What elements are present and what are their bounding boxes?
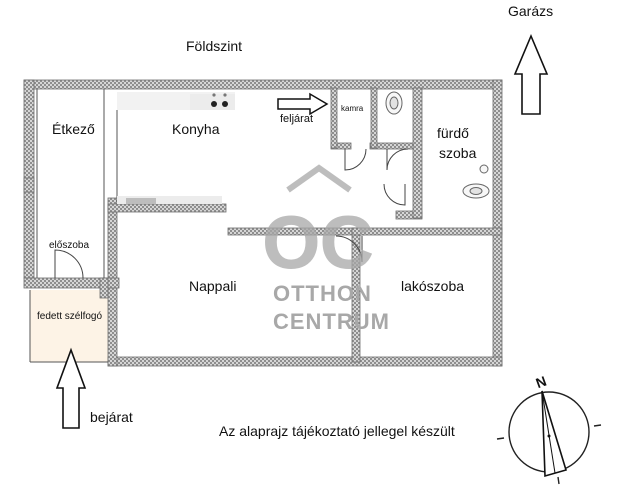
watermark-line2: CENTRUM <box>273 309 390 334</box>
compass-needle <box>541 390 568 478</box>
stairs-arrow <box>277 92 329 116</box>
compass-rose: N <box>496 373 602 485</box>
room-label-bathroom-line1: fürdő <box>437 125 469 141</box>
garage-label: Garázs <box>508 3 554 19</box>
watermark-logo: OC <box>262 164 374 285</box>
room-label-living: Nappali <box>189 278 237 294</box>
interior-walls <box>23 87 503 363</box>
entrance-arrow <box>55 347 87 429</box>
room-label-stairs: feljárat <box>280 113 314 125</box>
door-swings <box>54 148 409 279</box>
room-label-porch: fedett szélfogó <box>37 311 103 322</box>
compass-north-label: N <box>534 373 549 391</box>
entrance-label: bejárat <box>90 409 133 425</box>
room-label-kitchen: Konyha <box>172 121 220 137</box>
watermark-logo-text: OC <box>263 201 374 284</box>
room-label-bedroom: lakószoba <box>401 278 465 294</box>
room-label-pantry: kamra <box>341 104 364 113</box>
kitchen-fixtures <box>117 92 235 204</box>
room-label-dining: Étkező <box>52 121 95 137</box>
porch-area <box>30 290 108 362</box>
room-label-hall: előszoba <box>49 240 90 251</box>
bathroom-fixtures <box>385 91 490 199</box>
room-label-bathroom-line2: szoba <box>439 145 477 161</box>
watermark-line1: OTTHON <box>273 281 372 306</box>
floor-level-label: Földszint <box>186 38 243 54</box>
garage-arrow <box>513 33 549 115</box>
disclaimer-text: Az alaprajz tájékoztató jellegel készült <box>219 423 455 439</box>
